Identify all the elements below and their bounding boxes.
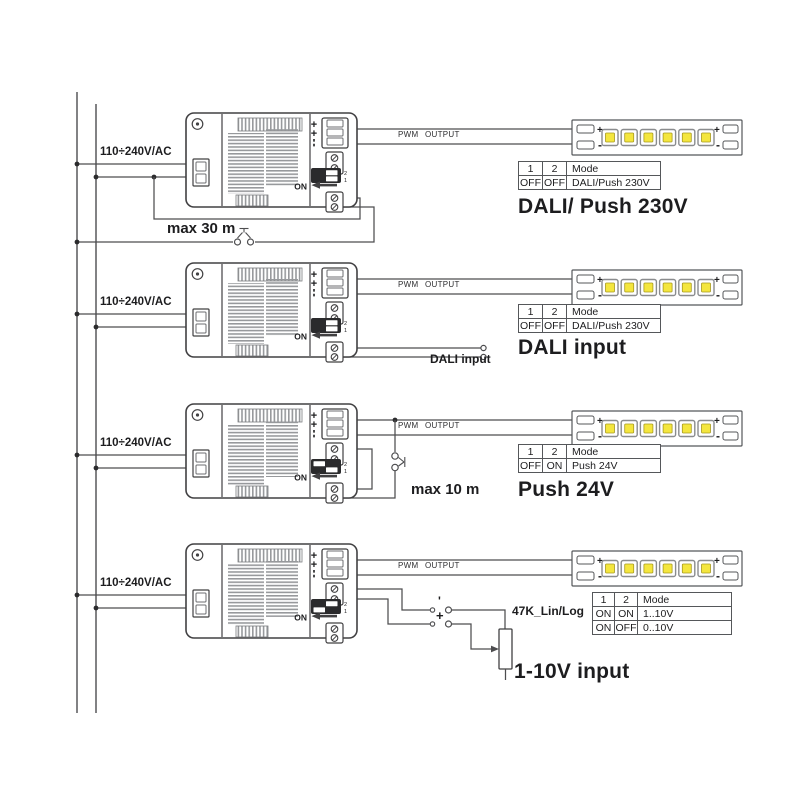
mode-table-header: 2 bbox=[542, 161, 567, 176]
pwm-output-label: PWM OUTPUT bbox=[398, 561, 460, 570]
svg-text:+: + bbox=[597, 275, 603, 286]
mode-table-cell: ON bbox=[614, 606, 638, 621]
svg-text:1: 1 bbox=[344, 469, 347, 475]
svg-text:+: + bbox=[714, 556, 720, 567]
svg-text:-: - bbox=[716, 429, 720, 443]
svg-text:+: + bbox=[311, 559, 317, 571]
svg-text:-: - bbox=[598, 138, 602, 152]
svg-text:ON: ON bbox=[294, 332, 307, 342]
svg-text:-: - bbox=[598, 429, 602, 443]
svg-text:+: + bbox=[311, 119, 317, 131]
pwm-output-label: PWM OUTPUT bbox=[398, 280, 460, 289]
svg-text:2: 2 bbox=[344, 462, 347, 468]
svg-text:2: 2 bbox=[344, 321, 347, 327]
mains-voltage-label: 110÷240V/AC bbox=[100, 577, 172, 589]
svg-text:-: - bbox=[598, 288, 602, 302]
svg-text:1: 1 bbox=[344, 609, 347, 615]
svg-text:ON: ON bbox=[294, 182, 307, 192]
mode-table-cell: OFF bbox=[542, 175, 567, 190]
mode-table-cell: 0..10V bbox=[637, 620, 732, 635]
svg-text:+: + bbox=[311, 269, 317, 281]
mode-table-cell: ON bbox=[592, 620, 615, 635]
mains-voltage-label: 110÷240V/AC bbox=[100, 146, 172, 158]
mode-table-cell: ON bbox=[592, 606, 615, 621]
mode-table-header: 1 bbox=[518, 161, 543, 176]
svg-text:-: - bbox=[598, 569, 602, 583]
mode-table-cell: 1..10V bbox=[637, 606, 732, 621]
polarity-plus-mark: + bbox=[436, 608, 444, 623]
pwm-output-label: PWM OUTPUT bbox=[398, 421, 460, 430]
svg-text:+: + bbox=[714, 125, 720, 136]
svg-text:+: + bbox=[597, 416, 603, 427]
mode-table-cell: OFF bbox=[518, 175, 543, 190]
mode-table-header: 1 bbox=[518, 304, 543, 319]
svg-text:+: + bbox=[311, 419, 317, 431]
mode-table-header: 2 bbox=[542, 444, 567, 459]
mode-table-cell: Push 24V bbox=[566, 458, 661, 473]
svg-text:1: 1 bbox=[344, 178, 347, 184]
max-length-note: max 30 m bbox=[167, 220, 236, 237]
mode-table-header: Mode bbox=[566, 304, 661, 319]
mode-caption: DALI/ Push 230V bbox=[518, 195, 688, 218]
mode-table-cell: OFF bbox=[614, 620, 638, 635]
mode-table-cell: ON bbox=[542, 458, 567, 473]
svg-text:ON: ON bbox=[294, 613, 307, 623]
svg-text:+: + bbox=[311, 278, 317, 290]
svg-text:+: + bbox=[597, 556, 603, 567]
svg-text:+: + bbox=[311, 128, 317, 140]
svg-text:2: 2 bbox=[344, 171, 347, 177]
svg-text:2: 2 bbox=[344, 602, 347, 608]
max-length-note: max 10 m bbox=[411, 481, 480, 498]
svg-text:1: 1 bbox=[344, 328, 347, 334]
mode-table-header: Mode bbox=[637, 592, 732, 607]
mode-caption: DALI input bbox=[518, 336, 627, 359]
svg-text:+: + bbox=[311, 550, 317, 562]
mains-voltage-label: 110÷240V/AC bbox=[100, 296, 172, 308]
svg-text:+: + bbox=[714, 275, 720, 286]
svg-text:-: - bbox=[716, 138, 720, 152]
svg-text:+: + bbox=[597, 125, 603, 136]
svg-text:-: - bbox=[716, 288, 720, 302]
mode-table-cell: DALI/Push 230V bbox=[566, 318, 661, 333]
mode-table-cell: OFF bbox=[542, 318, 567, 333]
pwm-output-label: PWM OUTPUT bbox=[398, 130, 460, 139]
mains-voltage-label: 110÷240V/AC bbox=[100, 437, 172, 449]
svg-text:+: + bbox=[714, 416, 720, 427]
polarity-minus-mark: ' bbox=[438, 594, 441, 608]
mode-table-header: 2 bbox=[614, 592, 638, 607]
svg-text:+: + bbox=[311, 410, 317, 422]
mode-caption: 1-10V input bbox=[514, 660, 630, 683]
mode-table-header: Mode bbox=[566, 161, 661, 176]
mode-table-header: Mode bbox=[566, 444, 661, 459]
mode-table-header: 1 bbox=[592, 592, 615, 607]
mode-caption: Push 24V bbox=[518, 478, 615, 501]
mode-table-cell: OFF bbox=[518, 458, 543, 473]
mode-table-header: 2 bbox=[542, 304, 567, 319]
svg-text:-: - bbox=[716, 569, 720, 583]
potentiometer-note: 47K_Lin/Log bbox=[512, 604, 585, 618]
mode-table-cell: DALI/Push 230V bbox=[566, 175, 661, 190]
mode-table-header: 1 bbox=[518, 444, 543, 459]
svg-text:ON: ON bbox=[294, 473, 307, 483]
mode-table-cell: OFF bbox=[518, 318, 543, 333]
dali-input-note: DALI input bbox=[430, 352, 491, 366]
